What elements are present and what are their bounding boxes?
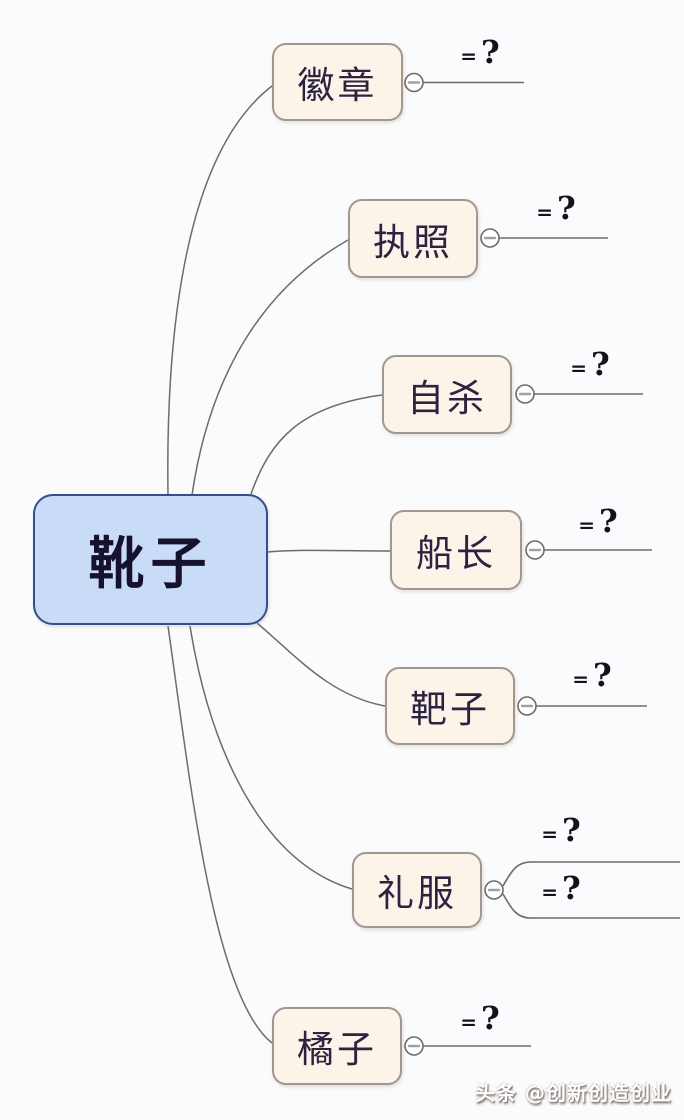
value-topic-label[interactable]: =? xyxy=(570,345,610,383)
topic-node-captain[interactable]: 船长 xyxy=(390,510,522,590)
topic-node-orange[interactable]: 橘子 xyxy=(272,1007,402,1085)
topic-label: 船长 xyxy=(416,532,496,575)
watermark: 头条 @创新创造创业 xyxy=(475,1081,672,1105)
value-topic-label[interactable]: =? xyxy=(578,502,618,540)
topic-node-suicide[interactable]: 自杀 xyxy=(382,355,512,434)
connector-curve xyxy=(250,394,383,495)
topic-label: 靶子 xyxy=(410,688,490,731)
connector-curve xyxy=(256,622,386,707)
collapse-toggle-icon[interactable] xyxy=(525,540,545,560)
connector-curve xyxy=(189,625,353,890)
collapse-toggle-icon[interactable] xyxy=(404,1036,424,1056)
collapse-toggle-icon[interactable] xyxy=(515,384,535,404)
collapse-toggle-icon[interactable] xyxy=(404,72,424,93)
topic-label: 徽章 xyxy=(297,64,378,107)
value-topic-label[interactable]: =? xyxy=(572,656,612,694)
topic-label: 礼服 xyxy=(377,872,457,915)
topic-node-target[interactable]: 靶子 xyxy=(385,667,515,745)
value-topic-label[interactable]: =? xyxy=(541,811,581,849)
value-topic-line xyxy=(502,861,680,887)
connector-curve xyxy=(167,85,273,496)
value-topic-line xyxy=(502,893,680,919)
collapse-toggle-icon[interactable] xyxy=(484,880,504,900)
connector-curve xyxy=(167,625,273,1044)
collapse-toggle-icon[interactable] xyxy=(480,228,500,248)
value-topic-label[interactable]: =? xyxy=(536,189,576,227)
root-topic-label: 靴子 xyxy=(88,531,213,597)
connector-curve xyxy=(191,239,349,496)
collapse-toggle-icon[interactable] xyxy=(517,696,537,716)
connector-curve xyxy=(267,549,391,553)
value-topic-label[interactable]: =? xyxy=(541,869,581,907)
topic-node-badge[interactable]: 徽章 xyxy=(272,43,403,121)
topic-label: 橘子 xyxy=(297,1028,377,1071)
value-topic-label[interactable]: =? xyxy=(460,999,500,1037)
value-topic-label[interactable]: =? xyxy=(460,33,500,71)
topic-label: 执照 xyxy=(373,220,453,264)
topic-node-license[interactable]: 执照 xyxy=(348,199,478,278)
root-topic-node[interactable]: 靴子 xyxy=(33,494,268,625)
topic-label: 自杀 xyxy=(407,376,487,420)
topic-node-dress[interactable]: 礼服 xyxy=(352,852,482,928)
